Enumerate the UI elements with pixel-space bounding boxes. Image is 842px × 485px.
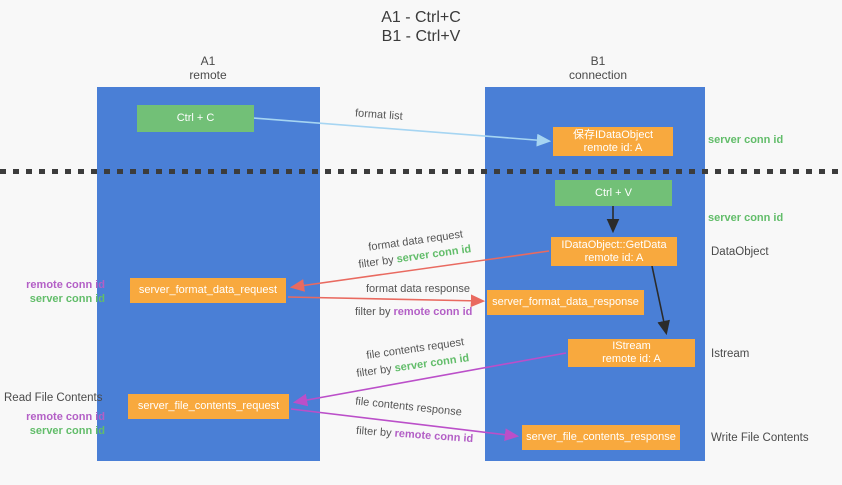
istream-line2: remote id: A (602, 353, 661, 365)
format-list-label: format list (354, 107, 404, 123)
filter-by-remote-conn-id-label-2: filter by remote conn id (356, 425, 474, 445)
title-line-2: B1 - Ctrl+V (381, 28, 461, 45)
filter2-prefix: filter by (355, 306, 394, 318)
server-format-data-response-node: server_format_data_response (487, 290, 644, 315)
column-a1-label: A1 (200, 54, 216, 68)
diagram-title: A1 - Ctrl+C B1 - Ctrl+V (0, 8, 842, 46)
server-conn-id-annotation-2: server conn id (708, 212, 784, 224)
server-conn-id-annotation-1: server conn id (708, 134, 784, 146)
column-a1-sublabel: remote (189, 68, 227, 82)
server-conn-id-annotation-left-1: server conn id (29, 293, 105, 305)
column-b1-sublabel: connection (568, 68, 628, 82)
filter1-prefix: filter by (357, 253, 398, 271)
istream-node: IStream remote id: A (568, 339, 695, 367)
istream-line1: IStream (612, 340, 651, 352)
save-idataobject-line1: 保存IDataObject (572, 128, 654, 141)
dataobject-annotation: DataObject (711, 246, 769, 258)
filter4-highlight: remote conn id (394, 427, 474, 446)
file-contents-response-label: file contents response (354, 395, 463, 419)
filter4-prefix: filter by (355, 424, 395, 440)
server-file-contents-response-node: server_file_contents_response (522, 425, 680, 450)
column-header-a1: A1 remote (140, 54, 276, 82)
column-header-b1: B1 connection (530, 54, 666, 82)
ctrl-v-node: Ctrl + V (555, 180, 672, 206)
getdata-line2: remote id: A (584, 251, 644, 264)
format-response-label: server_format_data_response (492, 296, 639, 308)
save-idataobject-node: 保存IDataObject remote id: A (553, 127, 673, 156)
filter2-highlight: remote conn id (393, 306, 473, 318)
read-file-contents-annotation: Read File Contents (4, 392, 103, 404)
remote-conn-id-annotation-1: remote conn id (26, 279, 105, 291)
remote-conn-id-annotation-2: remote conn id (26, 411, 105, 423)
file-response-label: server_file_contents_response (526, 431, 676, 443)
filter3-prefix: filter by (355, 362, 396, 380)
column-b1-label: B1 (590, 54, 606, 68)
format-data-response-label: format data response (366, 283, 470, 295)
ctrl-c-label: Ctrl + C (176, 112, 215, 124)
file-request-label: server_file_contents_request (137, 400, 280, 412)
title-line-1: A1 - Ctrl+C (381, 9, 461, 26)
server-format-data-request-node: server_format_data_request (130, 278, 286, 303)
server-file-contents-request-node: server_file_contents_request (128, 394, 289, 419)
ctrl-c-node: Ctrl + C (137, 105, 254, 132)
getdata-line1: IDataObject::GetData (561, 238, 667, 251)
filter-by-remote-conn-id-label-1: filter by remote conn id (355, 306, 472, 318)
format-request-label: server_format_data_request (138, 284, 278, 296)
ctrl-v-label: Ctrl + V (595, 186, 632, 199)
write-file-contents-annotation: Write File Contents (711, 432, 809, 444)
dotted-separator (0, 169, 842, 174)
server-conn-id-annotation-left-2: server conn id (29, 425, 105, 437)
idataobject-getdata-node: IDataObject::GetData remote id: A (551, 237, 677, 266)
istream-annotation: Istream (711, 348, 750, 360)
save-idataobject-line2: remote id: A (583, 141, 643, 154)
